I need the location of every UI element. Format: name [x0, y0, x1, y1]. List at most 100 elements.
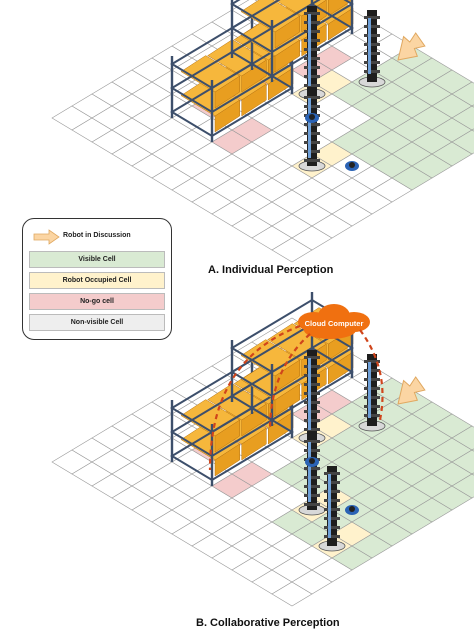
robot-rung [304, 374, 320, 377]
legend-row-nonvisible: Non-visible Cell [29, 314, 165, 331]
human-head [349, 506, 355, 512]
link-middle [268, 333, 311, 431]
robot-rung [304, 467, 320, 470]
legend-visible-label: Visible Cell [78, 256, 116, 263]
robot-rung [304, 503, 320, 506]
panel-a-caption: A. Individual Perception [208, 264, 334, 276]
robot-rung [304, 84, 320, 87]
robot [358, 354, 386, 432]
grid-cell [451, 425, 474, 451]
grid-cell [451, 81, 474, 107]
grid-cell [451, 473, 474, 499]
robot-rung [304, 401, 320, 404]
shelf-beam [230, 0, 354, 54]
robot-rung [304, 392, 320, 395]
robot-rung [304, 132, 320, 135]
robot-light [368, 362, 371, 418]
robot [298, 90, 326, 172]
robot-light [308, 14, 311, 86]
legend-box: Robot in Discussion Visible Cell Robot O… [22, 218, 172, 340]
robot-rung [304, 21, 320, 24]
box-front [328, 0, 354, 17]
robot-mast [307, 90, 317, 166]
grid-cell [451, 449, 474, 475]
robot-rung [364, 360, 380, 363]
grid-cell [451, 129, 474, 155]
robot-rung [304, 419, 320, 422]
robot-mast [327, 466, 337, 546]
robot-rung [364, 396, 380, 399]
robot-arrow-icon [397, 32, 426, 61]
legend-occupied-label: Robot Occupied Cell [62, 277, 132, 284]
robot-rung [304, 48, 320, 51]
human-worker [345, 505, 359, 515]
grid-cell [451, 105, 474, 131]
robot-rung [364, 387, 380, 390]
cloud-label: Cloud Computer [305, 319, 364, 328]
robot-rung [324, 508, 340, 511]
robot-rung [364, 414, 380, 417]
box-top [180, 55, 241, 93]
robot-rung [304, 96, 320, 99]
link-right [359, 329, 384, 421]
shelf-unit [170, 8, 294, 142]
robot-rung [304, 105, 320, 108]
robot-rung [304, 150, 320, 153]
robot-light [308, 442, 311, 502]
robot-rung [304, 494, 320, 497]
robot-arrow-icon [397, 376, 426, 405]
robot-rung [364, 25, 380, 28]
robot-rung [304, 365, 320, 368]
human-head [309, 458, 315, 464]
robot [318, 466, 346, 552]
panel-a-warehouse [51, 0, 474, 263]
box-top [240, 0, 301, 33]
robot-rung [304, 141, 320, 144]
robot-light [328, 474, 331, 538]
shelf-beam [230, 322, 354, 398]
robot-rung [304, 410, 320, 413]
robot-rung [304, 485, 320, 488]
robot-rung [304, 476, 320, 479]
robot-rung [324, 535, 340, 538]
legend-row-visible: Visible Cell [29, 251, 165, 268]
robot-rung [324, 481, 340, 484]
robot-rung [304, 12, 320, 15]
robot-rung [364, 405, 380, 408]
robot-rung [364, 52, 380, 55]
box-top [180, 399, 241, 437]
link-left [208, 324, 301, 471]
human-worker [305, 457, 319, 467]
robot-rung [364, 61, 380, 64]
robot-rung [324, 499, 340, 502]
robot-rung [364, 378, 380, 381]
robot-rung [364, 369, 380, 372]
robot-rung [304, 428, 320, 431]
robot-rung [304, 383, 320, 386]
human-head [309, 114, 315, 120]
robot-rung [324, 490, 340, 493]
box-top [240, 339, 301, 377]
robot [358, 10, 386, 88]
robot-rung [304, 30, 320, 33]
panel-b-warehouse: Cloud Computer [51, 292, 474, 607]
robot-rung [304, 66, 320, 69]
robot-light [308, 358, 311, 430]
robot-rung [364, 16, 380, 19]
robot-light [308, 98, 311, 158]
robot-rung [304, 39, 320, 42]
legend-nogo-label: No-go cell [80, 298, 114, 305]
shelf-beam [230, 0, 321, 30]
robot-rung [304, 75, 320, 78]
legend-arrow-icon [33, 229, 60, 245]
robot-rung [364, 34, 380, 37]
robot-mast [307, 434, 317, 510]
robot-rung [324, 517, 340, 520]
robot-rung [364, 70, 380, 73]
human-worker [345, 161, 359, 171]
human-head [349, 162, 355, 168]
legend-row-occupied: Robot Occupied Cell [29, 272, 165, 289]
robot-rung [304, 440, 320, 443]
human-worker [305, 113, 319, 123]
panel-b-caption: B. Collaborative Perception [196, 617, 340, 629]
